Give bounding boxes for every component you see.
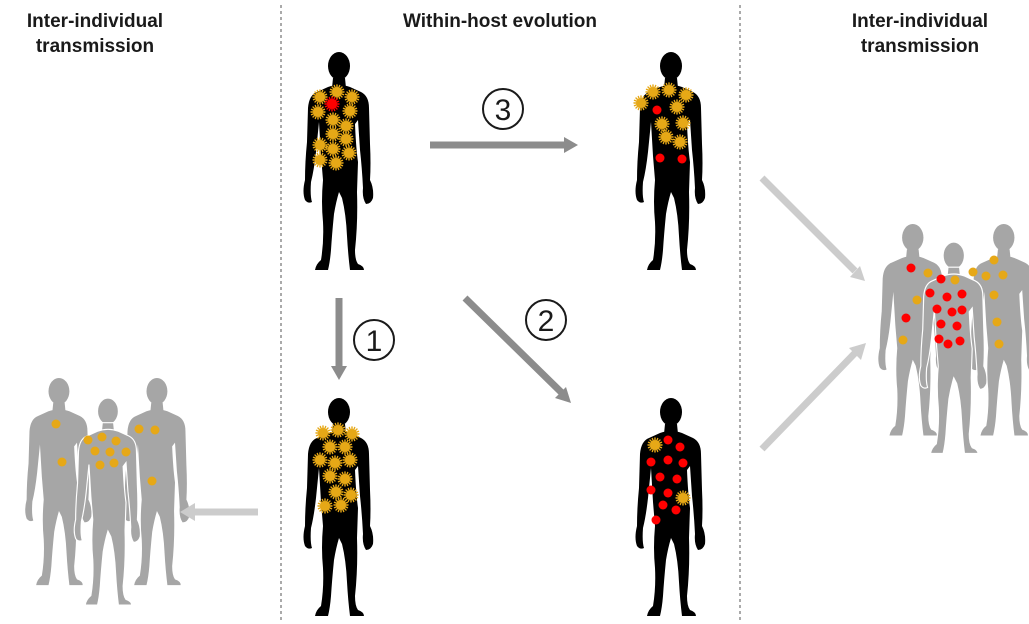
step-number-2: 2 (538, 305, 555, 338)
transmitted-group-right (878, 224, 1029, 455)
heading-left-transmission: Inter-individual transmission (26, 11, 164, 57)
heading-right-transmission: Inter-individual transmission (851, 11, 989, 57)
host-outcome-1 (303, 398, 374, 616)
host-initial (303, 52, 374, 270)
arrow-transmission-upper-right (759, 175, 865, 281)
host-outcome-3 (634, 52, 706, 270)
heading-within-host-evolution: Within-host evolution (402, 11, 598, 32)
arrow-step-1 (331, 298, 347, 380)
step-label-1: 1 (353, 319, 395, 361)
step-label-2: 2 (525, 299, 567, 341)
step-number-3: 3 (495, 94, 512, 127)
arrow-step-3 (430, 137, 578, 153)
step-label-3: 3 (482, 88, 524, 130)
transmitted-group-left (25, 378, 190, 606)
arrow-transmission-left (180, 503, 258, 521)
host-outcome-2 (635, 398, 706, 616)
arrow-step-2 (462, 295, 571, 403)
step-number-1: 1 (366, 325, 383, 358)
arrow-transmission-lower-right (759, 343, 866, 452)
